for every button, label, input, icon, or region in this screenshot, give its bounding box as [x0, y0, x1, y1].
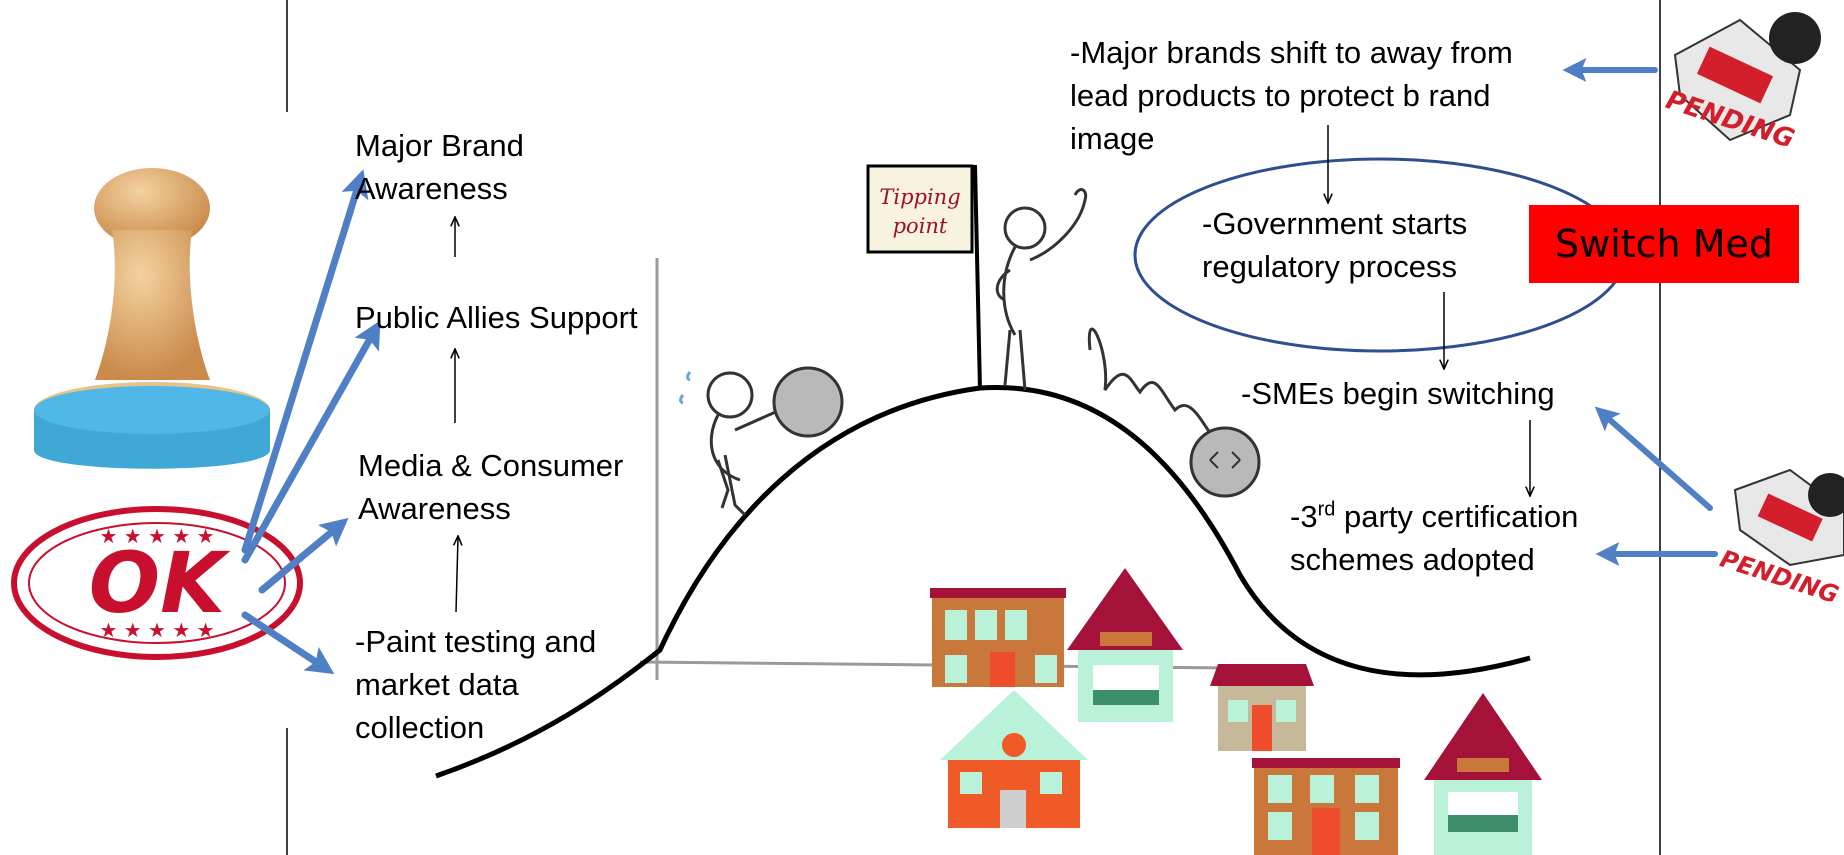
house-small: [1210, 664, 1314, 751]
svg-text:point: point: [893, 214, 948, 238]
label-major-brands-shift: -Major brands shift to away from lead pr…: [1070, 35, 1513, 156]
svg-text:Tipping: Tipping: [879, 185, 960, 209]
pending-stamp-top-image: PENDING: [1662, 12, 1821, 155]
switch-med-box: Switch Med: [1529, 205, 1799, 283]
stick-figure-top: [995, 188, 1088, 391]
svg-text:★ ★ ★ ★ ★: ★ ★ ★ ★ ★: [99, 524, 214, 548]
pending-stamp-bottom-image: PENDING: [1717, 468, 1844, 609]
house-cottage-1: [1067, 568, 1183, 722]
house-building-1: [930, 588, 1066, 687]
svg-text:★ ★ ★ ★ ★: ★ ★ ★ ★ ★: [99, 618, 214, 642]
label-paint-testing: -Paint testing and market data collectio…: [355, 624, 597, 745]
label-major-brand-awareness: Major Brand Awareness: [355, 128, 524, 206]
ok-badge-image: OK ★ ★ ★ ★ ★ ★ ★ ★ ★ ★: [11, 506, 303, 660]
house-building-2: [1252, 758, 1400, 855]
house-cottage-3: [1424, 693, 1542, 855]
label-third-party-certification: -3rd party certification schemes adopted: [1290, 498, 1579, 577]
motion-squiggle: [1087, 327, 1217, 441]
label-public-allies-support: Public Allies Support: [355, 300, 638, 335]
tipping-point-flag: Tipping point: [866, 164, 982, 391]
label-smes-switching: -SMEs begin switching: [1241, 376, 1555, 411]
right-flow-arrows: [1328, 125, 1530, 495]
ok-stamp-image: [34, 168, 270, 469]
ok-arrows: [241, 169, 381, 675]
rolling-ball: [1189, 426, 1261, 498]
house-cottage-2: [940, 690, 1088, 828]
label-government-regulatory: -Government starts regulatory process: [1202, 206, 1468, 284]
left-flow-arrows: [455, 218, 458, 613]
stick-figure-pushing: [679, 366, 844, 517]
pending-arrows: [1562, 58, 1718, 566]
svg-text:OK: OK: [89, 534, 231, 632]
label-media-consumer-awareness: Media & Consumer Awareness: [358, 448, 624, 526]
